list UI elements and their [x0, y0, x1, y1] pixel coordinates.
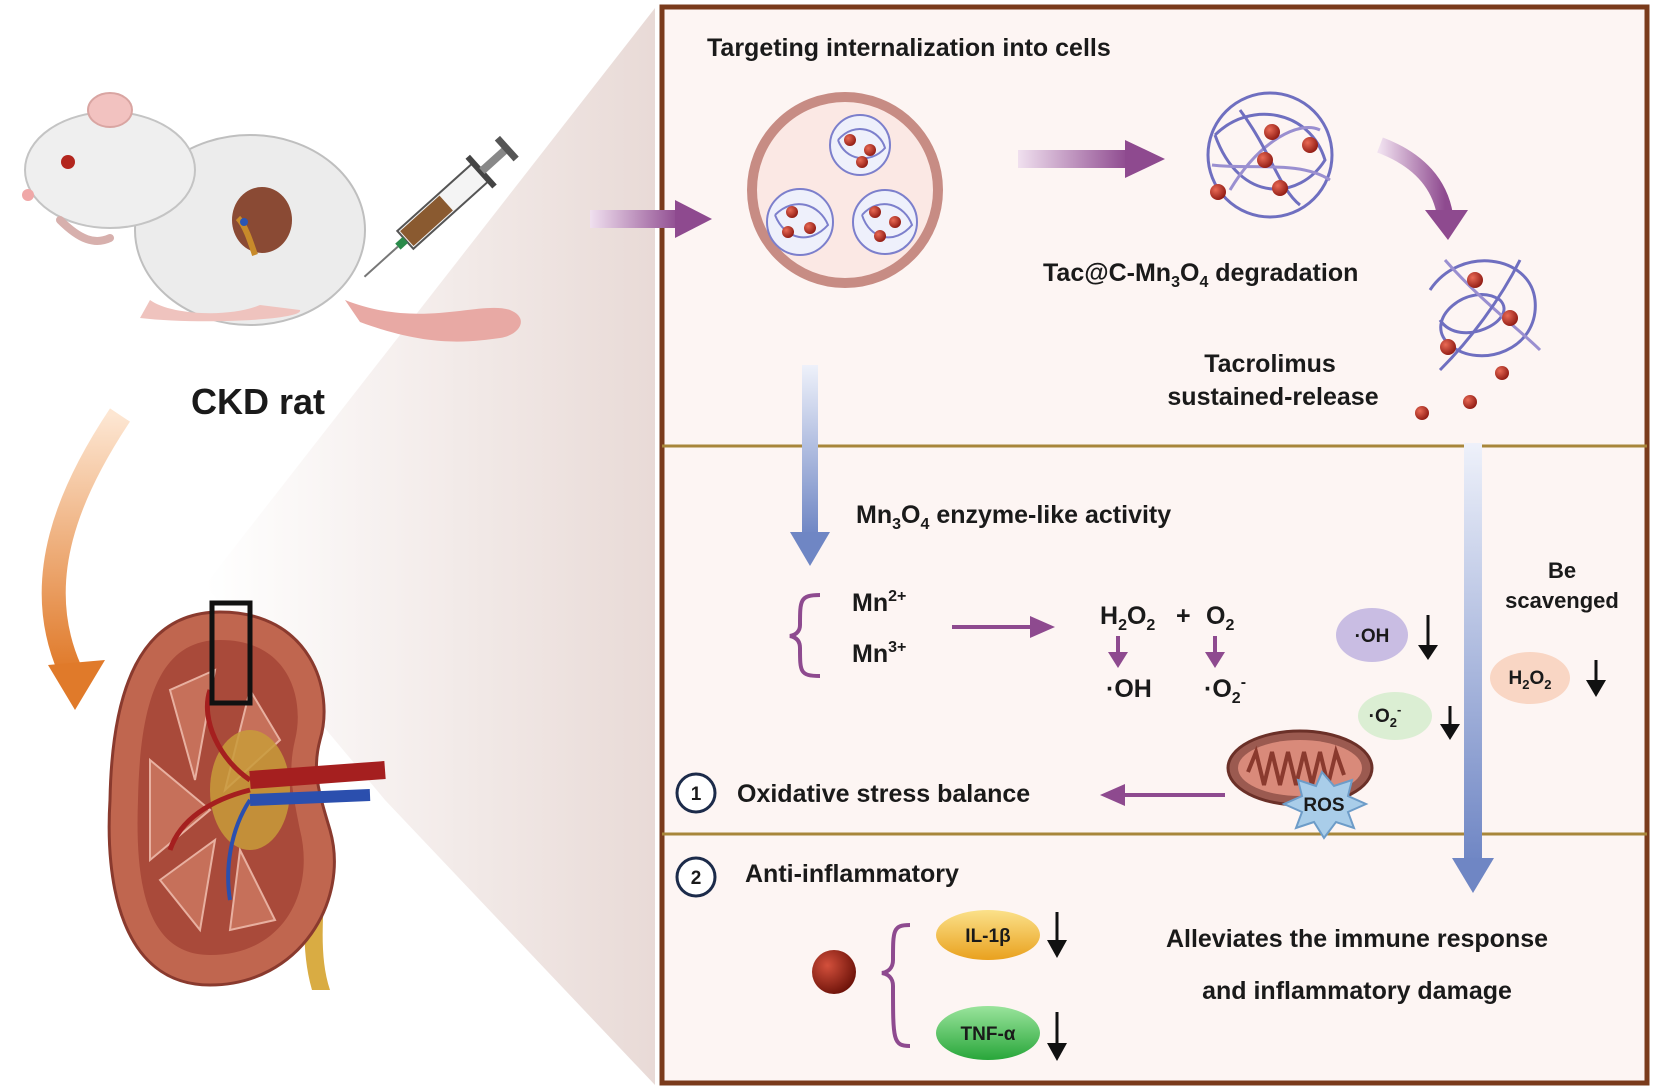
svg-text:TNF-α: TNF-α	[961, 1024, 1016, 1045]
catalysis-arrow	[952, 616, 1055, 638]
mn3-label: Mn3+	[852, 639, 906, 668]
h2o2-to-oh-arrow	[1108, 636, 1128, 668]
il1b-badge: IL-1β	[936, 910, 1040, 960]
plus-sign: +	[1176, 602, 1191, 630]
mn2-label: Mn2+	[852, 588, 906, 617]
arrow-down-icon	[1047, 1012, 1067, 1061]
rat-illustration	[22, 92, 521, 342]
oxidative-stress-label: Oxidative stress balance	[737, 780, 1030, 808]
ros-burst: ROS	[1281, 770, 1369, 840]
oh-badge: ·OH	[1336, 608, 1408, 662]
degradation-arrow	[1377, 137, 1468, 240]
polymer-nanoparticle	[1206, 91, 1334, 219]
o2-label: O2	[1206, 602, 1234, 634]
tnfa-badge: TNF-α	[936, 1006, 1040, 1060]
alleviates-label-line2: and inflammatory damage	[1202, 977, 1512, 1005]
scavenging-arrow	[1452, 443, 1494, 893]
h2o2-badge: H2O2	[1490, 652, 1570, 704]
svg-text:·O2-: ·O2-	[1369, 702, 1402, 730]
zoom-projection	[205, 8, 655, 1085]
zoom-frame	[209, 600, 253, 706]
syringe-icon	[363, 135, 519, 278]
svg-text:IL-1β: IL-1β	[965, 926, 1010, 947]
degradation-label: Tac@C-Mn3O4 degradation	[1043, 259, 1358, 291]
rat-to-kidney-arrow	[41, 408, 130, 710]
cell-with-nanoparticles	[747, 92, 943, 288]
tacrolimus-label: Tacrolimus	[1204, 350, 1336, 378]
kidney-to-panel-arrow	[590, 200, 712, 238]
alleviates-label-line1: Alleviates the immune response	[1166, 925, 1548, 953]
tacrolimus-bead	[812, 950, 856, 994]
nanoparticle-cluster	[766, 188, 834, 256]
svg-text:1: 1	[691, 784, 702, 805]
arrow-down-icon	[1418, 615, 1438, 660]
cytokine-bracket	[881, 923, 911, 1048]
superoxide-badge: ·O2-	[1358, 692, 1432, 740]
kidney-cross-section	[107, 600, 386, 990]
scavenged-label: scavenged	[1505, 588, 1619, 613]
svg-text:H2O2: H2O2	[1509, 668, 1552, 692]
hydroxyl-radical-label: ·OH	[1106, 675, 1152, 703]
mn-bracket	[789, 593, 821, 678]
be-label: Be	[1548, 558, 1576, 583]
o2-to-superoxide-arrow	[1205, 636, 1225, 668]
degraded-polymer	[1415, 259, 1542, 420]
arrow-down-icon	[1440, 706, 1460, 740]
superoxide-label: ·O2-	[1204, 674, 1246, 707]
anti-inflammatory-label: Anti-inflammatory	[745, 860, 959, 888]
arrow-down-icon	[1586, 660, 1606, 697]
step-1-badge: 1	[675, 772, 717, 814]
ros-label: ROS	[1303, 795, 1344, 816]
nanoparticle-cluster	[852, 189, 918, 255]
internalization-arrow	[1018, 140, 1165, 178]
enzyme-activity-arrow	[790, 365, 830, 566]
ckd-rat-label: CKD rat	[191, 381, 325, 422]
h2o2-label: H2O2	[1100, 602, 1155, 634]
enzyme-activity-label: Mn3O4 enzyme-like activity	[856, 501, 1171, 533]
rat-kidney	[232, 187, 292, 256]
nanoparticle-cluster	[829, 114, 891, 176]
svg-text:2: 2	[691, 868, 702, 889]
arrow-down-icon	[1047, 912, 1067, 958]
section1-title: Targeting internalization into cells	[707, 34, 1111, 62]
svg-text:·OH: ·OH	[1355, 626, 1390, 647]
sustained-release-label: sustained-release	[1167, 383, 1378, 411]
mitochondrion-icon	[1226, 729, 1374, 807]
step-2-badge: 2	[675, 856, 717, 898]
ros-to-balance-arrow	[1100, 784, 1225, 806]
